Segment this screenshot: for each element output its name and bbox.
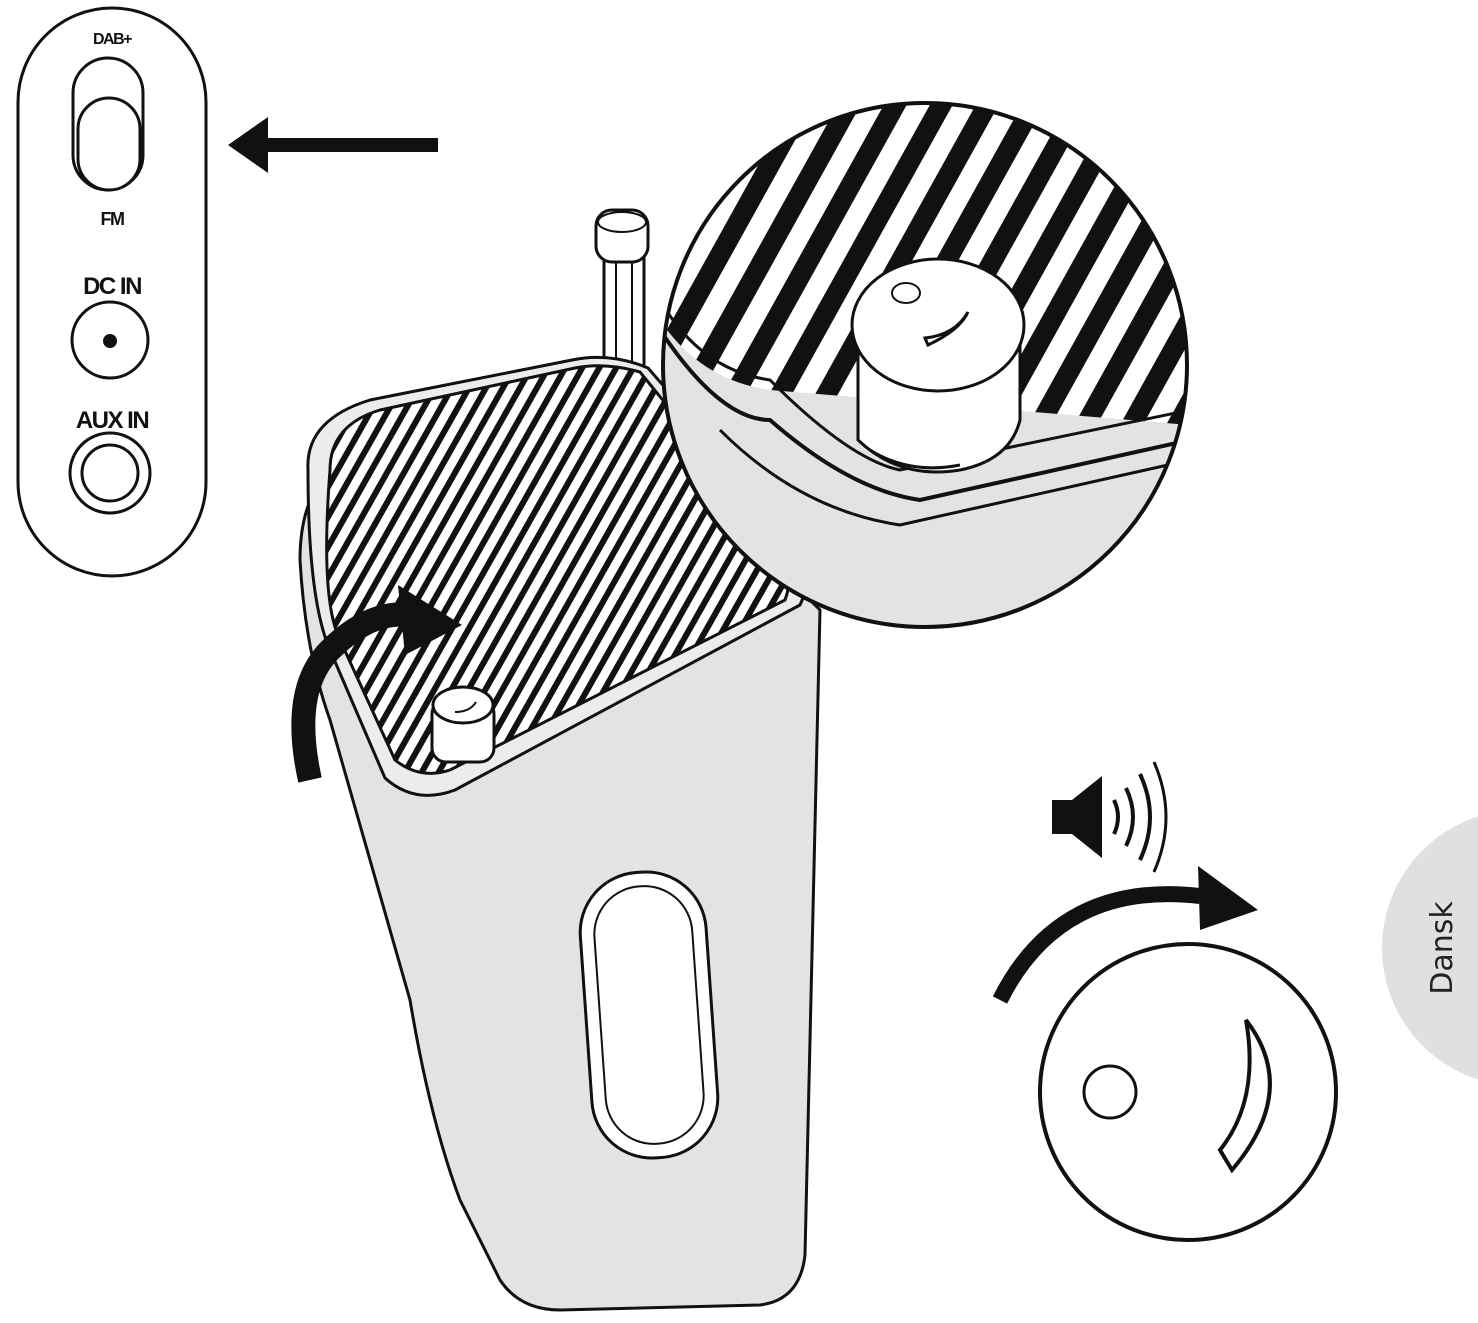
grille-stripe: [1149, 103, 1187, 465]
magnified-detail: [661, 101, 1189, 629]
aux-in-label: AUX IN: [76, 407, 149, 434]
band-switch-knob[interactable]: [76, 96, 142, 192]
grille-stripe: [663, 103, 815, 465]
grille-stripe: [369, 365, 635, 774]
side-panel: DAB+ FM DC IN AUX IN: [16, 6, 208, 578]
dc-in-pin: [103, 334, 117, 348]
language-tab-label: Dansk: [1425, 901, 1460, 995]
aux-in-jack-inner: [80, 443, 140, 503]
grille-stripe: [326, 365, 533, 774]
grille-stripe: [326, 365, 414, 774]
grille-stripe: [326, 365, 465, 774]
dc-in-label: DC IN: [83, 273, 141, 300]
top-grille: [326, 365, 790, 774]
volume-knob-small[interactable]: [430, 685, 496, 764]
dab-label: DAB+: [93, 31, 132, 48]
grille-stripe: [352, 365, 618, 774]
fm-label: FM: [101, 209, 124, 229]
grille-stripe: [326, 365, 431, 774]
grille-stripe: [326, 365, 448, 774]
grille-stripe: [1057, 103, 1187, 465]
side-panel-outline: [16, 6, 208, 578]
grille-stripe: [326, 365, 482, 774]
grille-stripe: [326, 365, 516, 774]
rotate-arrow-icon: [291, 585, 462, 783]
language-tab[interactable]: Dansk: [1382, 810, 1478, 1086]
volume-knob-magnified: [850, 257, 1026, 474]
grille-stripe: [335, 365, 601, 774]
volume-knob-top-view: [1038, 942, 1338, 1242]
radio-body: [291, 208, 822, 1312]
switch-arrow-icon: [228, 117, 438, 173]
clockwise-arrow-icon: [992, 866, 1258, 1004]
grille-stripe: [1103, 103, 1187, 465]
speaker-icon: [1052, 761, 1168, 873]
grille-stripe: [326, 365, 499, 774]
